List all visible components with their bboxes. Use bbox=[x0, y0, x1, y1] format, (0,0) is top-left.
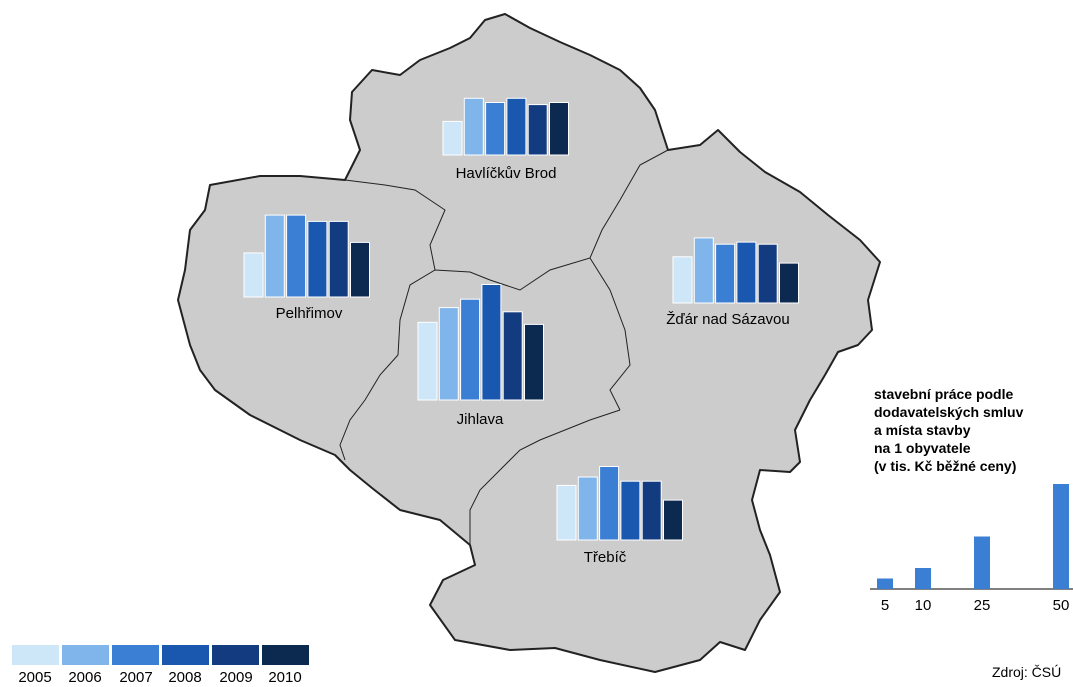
district-label-zdar-nad-sazavou: Žďár nad Sázavou bbox=[666, 311, 789, 328]
bar-2009 bbox=[757, 243, 778, 304]
bar-2005 bbox=[417, 321, 438, 401]
bar-2006 bbox=[463, 97, 484, 156]
scale-bar-50 bbox=[1053, 484, 1069, 589]
bar-2008 bbox=[307, 220, 328, 298]
bar-2008 bbox=[736, 241, 757, 304]
bar-2009 bbox=[641, 480, 662, 541]
bar-2007 bbox=[485, 102, 506, 156]
bar-2006 bbox=[264, 214, 285, 298]
bar-2010 bbox=[663, 499, 683, 541]
district-charts bbox=[243, 97, 799, 541]
year-swatch-2007 bbox=[112, 645, 159, 665]
district-border bbox=[339, 354, 399, 461]
scale-legend-title-line: na 1 obyvatele bbox=[874, 440, 971, 456]
district-label-trebic: Třebíč bbox=[584, 549, 627, 566]
district-label-jihlava: Jihlava bbox=[457, 411, 504, 428]
year-swatch-2006 bbox=[62, 645, 109, 665]
bar-2008 bbox=[506, 97, 527, 156]
year-swatch-2009 bbox=[212, 645, 259, 665]
bar-2006 bbox=[438, 307, 459, 401]
scale-bar-10 bbox=[915, 568, 931, 589]
bar-2006 bbox=[577, 476, 598, 541]
bar-2010 bbox=[524, 323, 544, 401]
scale-legend-title-line: dodavatelských smluv bbox=[874, 404, 1024, 420]
district-border bbox=[397, 149, 669, 356]
year-legend-labels: 2005 2006 2007 2008 2009 2010 bbox=[18, 669, 301, 686]
year-label: 2005 bbox=[18, 669, 51, 686]
bar-2008 bbox=[481, 284, 502, 401]
scale-labels: 5 10 25 50 bbox=[881, 597, 1070, 614]
scale-label: 25 bbox=[974, 597, 991, 614]
scale-legend-title: stavební práce podle dodavatelských smlu… bbox=[874, 385, 1064, 475]
scale-legend-title-line: a místa stavby bbox=[874, 422, 971, 438]
bar-2009 bbox=[502, 311, 523, 401]
year-label: 2008 bbox=[168, 669, 201, 686]
bar-2010 bbox=[350, 241, 370, 298]
year-legend bbox=[12, 645, 309, 665]
year-label: 2007 bbox=[119, 669, 152, 686]
scale-label: 50 bbox=[1053, 597, 1070, 614]
bar-2007 bbox=[715, 243, 736, 304]
scale-label: 5 bbox=[881, 597, 889, 614]
district-label-pelhrimov: Pelhřimov bbox=[276, 305, 343, 322]
year-swatch-2010 bbox=[262, 645, 309, 665]
scale-legend-title-line: (v tis. Kč běžné ceny) bbox=[874, 458, 1017, 474]
scale-legend bbox=[870, 484, 1073, 590]
district-label-havlickuv-brod: Havlíčkův Brod bbox=[456, 165, 557, 182]
bar-2005 bbox=[442, 120, 463, 156]
district-border bbox=[344, 179, 446, 271]
bar-2005 bbox=[672, 256, 693, 304]
bar-2006 bbox=[693, 237, 714, 304]
scale-legend-title-line: stavební práce podle bbox=[874, 386, 1014, 402]
year-label: 2006 bbox=[68, 669, 101, 686]
bar-2007 bbox=[460, 298, 481, 401]
bar-2010 bbox=[779, 262, 799, 304]
bar-2005 bbox=[556, 484, 577, 541]
bar-2005 bbox=[243, 252, 264, 298]
district-border bbox=[469, 409, 621, 545]
bar-2010 bbox=[549, 102, 569, 156]
bar-2009 bbox=[527, 104, 548, 156]
bar-2007 bbox=[599, 466, 620, 541]
scale-label: 10 bbox=[915, 597, 932, 614]
scale-bar-25 bbox=[974, 536, 990, 589]
source-note: Zdroj: ČSÚ bbox=[992, 664, 1062, 680]
scale-bar-5 bbox=[877, 578, 893, 589]
bar-2008 bbox=[620, 480, 641, 541]
year-label: 2010 bbox=[268, 669, 301, 686]
bar-2007 bbox=[286, 214, 307, 298]
bar-2009 bbox=[328, 220, 349, 298]
district-border bbox=[589, 257, 631, 411]
year-label: 2009 bbox=[219, 669, 252, 686]
year-swatch-2005 bbox=[12, 645, 59, 665]
year-swatch-2008 bbox=[162, 645, 209, 665]
